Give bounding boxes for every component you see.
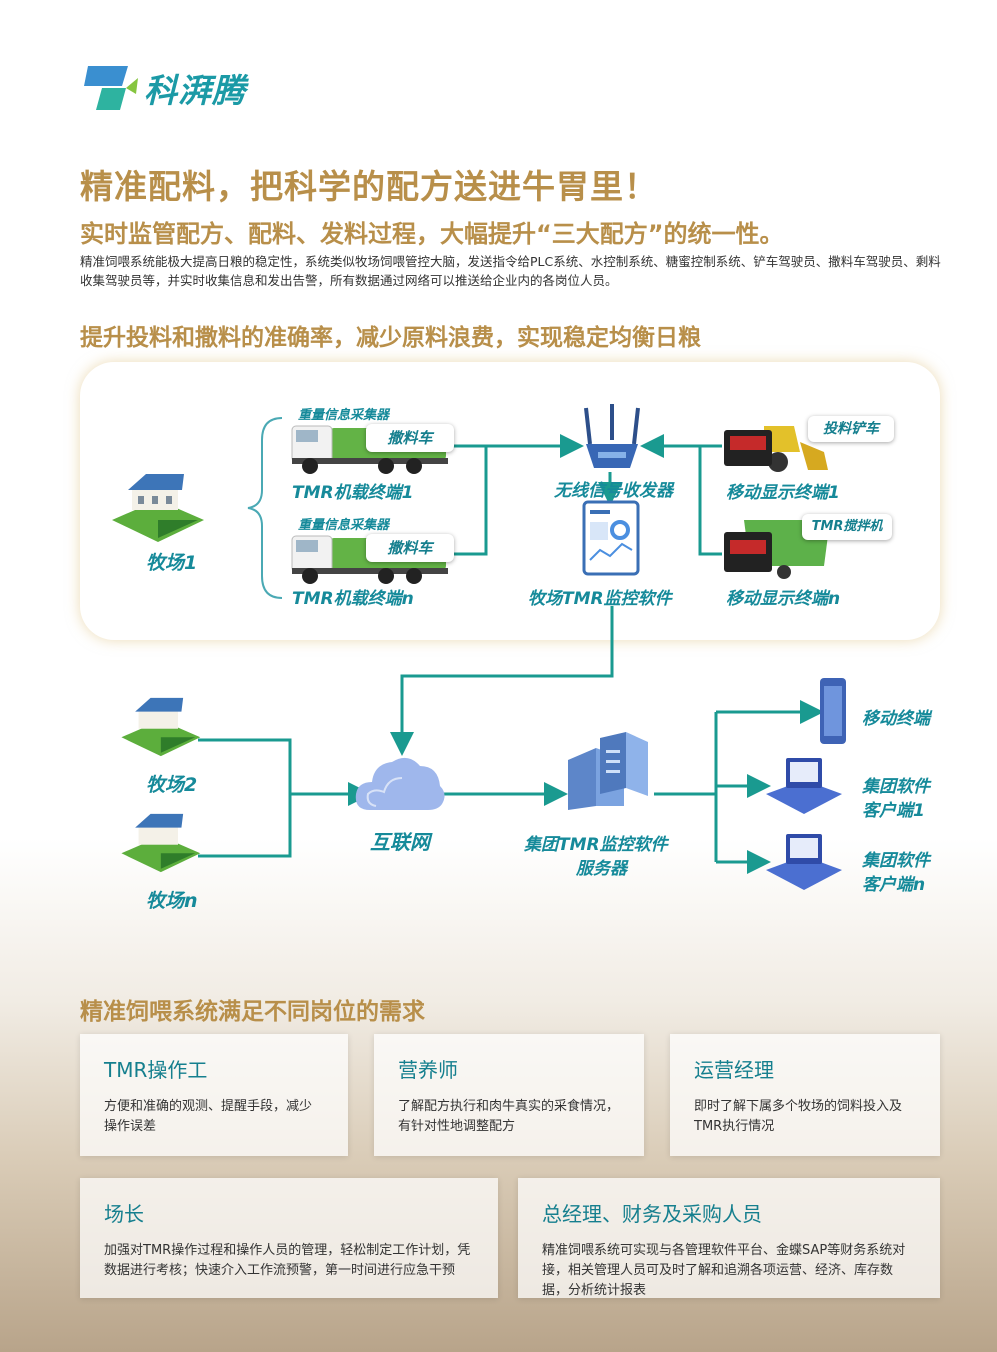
farm-network-panel xyxy=(80,362,940,640)
role-card-nutritionist: 营养师 了解配方执行和肉牛真实的采食情况，有针对性地调整配方 xyxy=(374,1034,644,1156)
intro-paragraph: 精准饲喂系统能极大提高日粮的稳定性，系统类似牧场饲喂管控大脑，发送指令给PLC系… xyxy=(80,254,941,288)
internet-label: 互联网 xyxy=(370,830,430,854)
mobile-terminal-label: 移动终端 xyxy=(862,709,930,729)
cloud-icon xyxy=(355,757,445,810)
role-card-tmr-operator: TMR操作工 方便和准确的观测、提醒手段，减少操作误差 xyxy=(80,1034,348,1156)
wireless-transceiver-icon xyxy=(584,404,640,468)
server-label-line1: 集团TMR监控软件 xyxy=(524,835,668,855)
page-headline: 精准配料，把科学的配方送进牛胃里！ xyxy=(80,167,658,206)
loader-display-icon xyxy=(724,426,828,472)
role-title: 场长 xyxy=(104,1202,144,1226)
logo-mark-icon xyxy=(84,66,138,110)
client1-label-line1: 集团软件 xyxy=(862,777,930,797)
truck1-tag: 撒料车 xyxy=(366,424,454,452)
truck1-terminal-label: TMR机载终端1 xyxy=(292,483,414,503)
role-title: 运营经理 xyxy=(694,1058,774,1082)
server-label-line2: 服务器 xyxy=(576,859,627,879)
truck2-tag: 撒料车 xyxy=(366,534,454,562)
loader-display-label: 移动显示终端1 xyxy=(726,483,840,503)
role-description: 精准饲喂系统可实现与各管理软件平台、金蝶SAP等财务系统对接，相关管理人员可及时… xyxy=(542,1243,906,1298)
transceiver-label: 无线信号收发器 xyxy=(554,481,673,501)
role-description: 即时了解下属多个牧场的饲料投入及TMR执行情况 xyxy=(694,1099,903,1134)
farm-software-label: 牧场TMR监控软件 xyxy=(528,589,672,609)
role-card-farm-manager: 场长 加强对TMR操作过程和操作人员的管理，轻松制定工作计划，凭数据进行考核；快… xyxy=(80,1178,498,1298)
clientn-label-line2: 客户端n xyxy=(862,875,926,895)
role-title: 总经理、财务及采购人员 xyxy=(542,1202,762,1226)
page-subheadline: 实时监管配方、配料、发料过程，大幅提升“三大配方”的统一性。 xyxy=(80,220,784,248)
farm2-label: 牧场2 xyxy=(146,774,198,796)
mixer-tag: TMR搅拌机 xyxy=(802,514,892,540)
truck2-collector-label: 重量信息采集器 xyxy=(298,518,390,533)
monitoring-software-icon xyxy=(582,500,640,576)
farmn-label: 牧场n xyxy=(146,890,198,912)
server-icon xyxy=(568,732,648,810)
brand-logo: 科湃腾 xyxy=(82,58,312,120)
farmn-barn-icon xyxy=(121,813,201,873)
client1-label-line2: 客户端1 xyxy=(862,801,925,821)
client1-computer-icon xyxy=(766,758,842,814)
truck1-collector-label: 重量信息采集器 xyxy=(298,408,390,423)
role-description: 加强对TMR操作过程和操作人员的管理，轻松制定工作计划，凭数据进行考核；快速介入… xyxy=(104,1243,471,1278)
role-description: 了解配方执行和肉牛真实的采食情况，有针对性地调整配方 xyxy=(398,1099,620,1134)
clientn-label-line1: 集团软件 xyxy=(862,851,930,871)
needs-section-title: 精准饲喂系统满足不同岗位的需求 xyxy=(80,999,425,1025)
brand-name: 科湃腾 xyxy=(144,71,246,110)
diagram-section-title: 提升投料和撒料的准确率，减少原料浪费，实现稳定均衡日粮 xyxy=(80,325,701,351)
role-description: 方便和准确的观测、提醒手段，减少操作误差 xyxy=(104,1099,313,1134)
farm1-label: 牧场1 xyxy=(146,552,198,574)
truck2-terminal-label: TMR机载终端n xyxy=(292,589,414,609)
mobile-terminal-icon xyxy=(820,678,846,744)
clientn-computer-icon xyxy=(766,834,842,890)
farm2-barn-icon xyxy=(121,697,201,757)
role-title: 营养师 xyxy=(398,1058,458,1082)
loader-tag: 投料铲车 xyxy=(808,416,894,442)
farm1-barn-icon xyxy=(112,474,204,542)
role-card-general-manager: 总经理、财务及采购人员 精准饲喂系统可实现与各管理软件平台、金蝶SAP等财务系统… xyxy=(518,1178,940,1298)
mixer-display-label: 移动显示终端n xyxy=(726,589,841,609)
role-card-operations-manager: 运营经理 即时了解下属多个牧场的饲料投入及TMR执行情况 xyxy=(670,1034,940,1156)
role-title: TMR操作工 xyxy=(104,1058,208,1082)
